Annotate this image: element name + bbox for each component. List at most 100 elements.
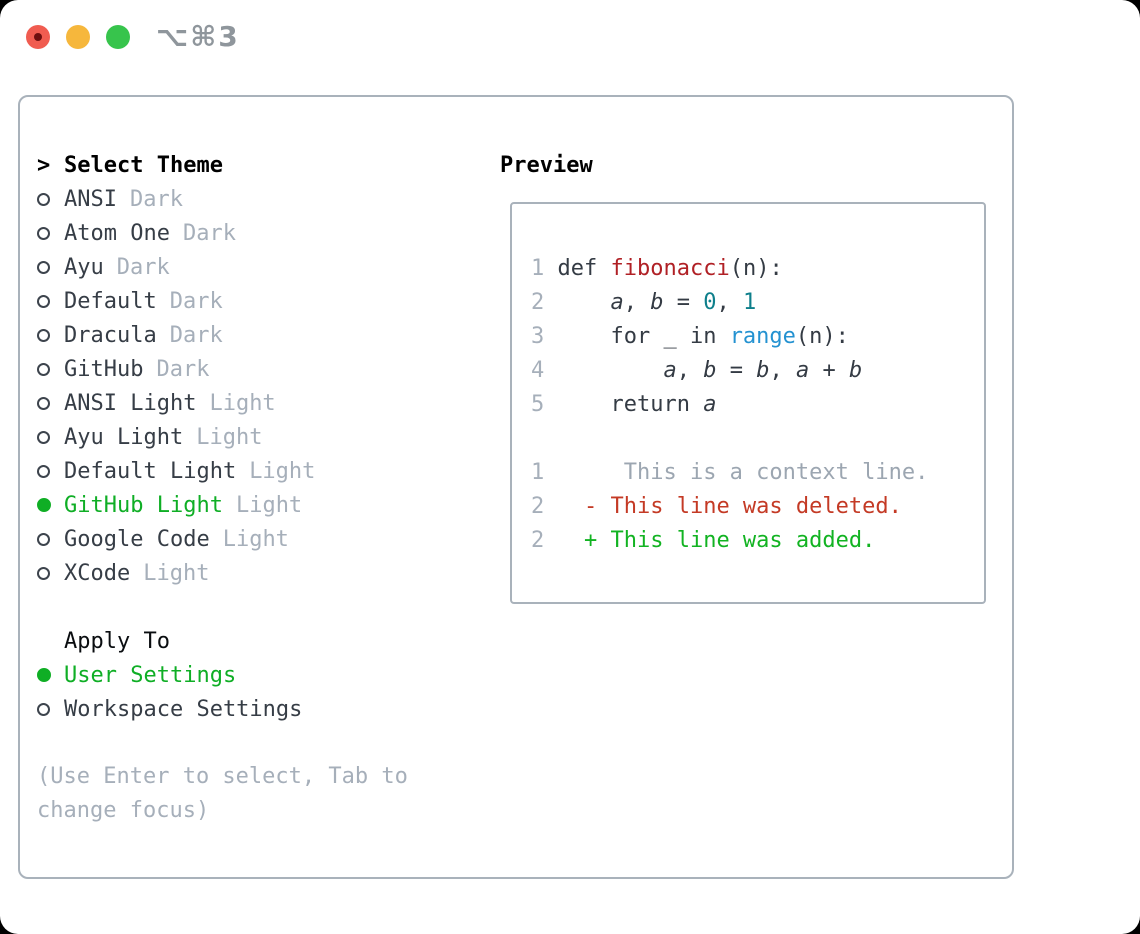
code-line: 4 a, b = b, a + b xyxy=(531,354,984,388)
code-line: 1 def fibonacci(n): xyxy=(531,252,984,286)
token-ital: b xyxy=(848,358,863,383)
apply-option-workspace-settings[interactable]: Workspace Settings xyxy=(37,692,432,726)
option-variant-label: Dark xyxy=(182,220,236,246)
option-label: ANSI Light xyxy=(64,390,197,416)
radio-icon xyxy=(37,294,50,308)
token-plain: , xyxy=(769,358,796,383)
theme-option-atom-one[interactable]: Atom One Dark xyxy=(37,216,432,250)
option-variant-label: Dark xyxy=(169,288,223,314)
token-plain: , xyxy=(716,290,743,315)
token-ital: a xyxy=(795,358,810,383)
theme-option-default[interactable]: Default Dark xyxy=(37,284,432,318)
radio-icon xyxy=(37,396,50,410)
radio-icon xyxy=(37,328,50,342)
option-variant-label: Dark xyxy=(169,322,223,348)
option-label: GitHub xyxy=(64,356,144,382)
option-label: XCode xyxy=(64,560,131,586)
maximize-window-icon[interactable] xyxy=(106,25,130,49)
radio-icon xyxy=(37,464,50,478)
code-line: 3 for _ in range(n): xyxy=(531,320,984,354)
theme-option-ansi[interactable]: ANSI Dark xyxy=(37,182,432,216)
radio-icon xyxy=(37,532,50,546)
theme-option-github[interactable]: GitHub Dark xyxy=(37,352,432,386)
token-plain: for _ in xyxy=(557,324,730,349)
option-variant-label: Dark xyxy=(156,356,210,382)
option-variant-label: Light xyxy=(143,560,210,586)
option-label: Workspace Settings xyxy=(64,696,303,722)
token-del: - This line was deleted. xyxy=(557,494,902,519)
preview-title: Preview xyxy=(500,152,593,178)
token-plain: (n): xyxy=(795,324,849,349)
token-ital: b xyxy=(756,358,770,383)
option-label: Default xyxy=(64,288,157,314)
token-ital: b xyxy=(703,358,717,383)
token-plain: = xyxy=(663,290,704,315)
option-label: GitHub Light xyxy=(64,492,223,518)
option-variant-label: Light xyxy=(249,458,316,484)
radio-icon xyxy=(37,226,50,240)
option-label: Ayu Light xyxy=(64,424,184,450)
title-bar: ⌥⌘3 xyxy=(0,0,1140,95)
token-num: 1 xyxy=(742,290,757,315)
token-plain: + xyxy=(809,358,849,383)
token-plain: , xyxy=(676,358,704,383)
apply-to-title: Apply To xyxy=(64,628,170,654)
code-line: 2 + This line was added. xyxy=(531,524,984,558)
keyboard-hint: (Use Enter to select, Tab to change focu… xyxy=(37,764,408,823)
select-theme-header: > Select Theme xyxy=(37,148,432,182)
radio-icon xyxy=(37,362,50,376)
option-label: ANSI xyxy=(64,186,117,212)
code-line: 5 return a xyxy=(531,388,984,422)
option-label: Atom One xyxy=(64,220,170,246)
token-plain: def xyxy=(557,256,611,281)
code-blank-line xyxy=(531,218,984,252)
code-blank-line xyxy=(531,422,984,456)
radio-selected-icon xyxy=(37,668,51,682)
option-variant-label: Light xyxy=(222,526,289,552)
token-lno: 2 xyxy=(531,290,558,315)
token-ital: a xyxy=(663,358,677,383)
radio-icon xyxy=(37,430,50,444)
code-line: 2 - This line was deleted. xyxy=(531,490,984,524)
token-lno: 2 xyxy=(531,494,558,519)
token-ital: b xyxy=(650,290,664,315)
close-window-icon[interactable] xyxy=(26,25,50,49)
radio-icon xyxy=(37,260,50,274)
spacer-row xyxy=(37,590,432,624)
spacer-row xyxy=(37,726,432,760)
token-builtin: range xyxy=(729,324,796,349)
token-ital: a xyxy=(610,290,624,315)
option-variant-label: Light xyxy=(196,424,263,450)
token-lno: 5 xyxy=(531,392,558,417)
token-plain xyxy=(558,290,611,315)
apply-option-user-settings[interactable]: User Settings xyxy=(37,658,432,692)
radio-selected-icon xyxy=(37,498,51,512)
select-theme-title: Select Theme xyxy=(64,152,223,178)
prompt-caret-icon: > xyxy=(37,152,51,178)
token-add: + This line was added. xyxy=(557,528,876,553)
token-lno: 1 xyxy=(531,256,558,281)
token-ital: a xyxy=(703,392,717,417)
token-num: 0 xyxy=(703,290,717,315)
theme-option-ayu-light[interactable]: Ayu Light Light xyxy=(37,420,432,454)
preview-pane: 1 def fibonacci(n): 2 a, b = 0, 1 3 for _ … xyxy=(510,202,986,604)
window-title-shortcut: ⌥⌘3 xyxy=(156,20,240,53)
theme-option-xcode[interactable]: XCode Light xyxy=(37,556,432,590)
token-plain: (n): xyxy=(729,256,783,281)
option-variant-label: Dark xyxy=(129,186,183,212)
minimize-window-icon[interactable] xyxy=(66,25,90,49)
option-label: User Settings xyxy=(64,662,237,688)
radio-icon xyxy=(37,702,50,716)
apply-to-header-row: Apply To xyxy=(37,624,432,658)
token-plain: , xyxy=(623,290,651,315)
